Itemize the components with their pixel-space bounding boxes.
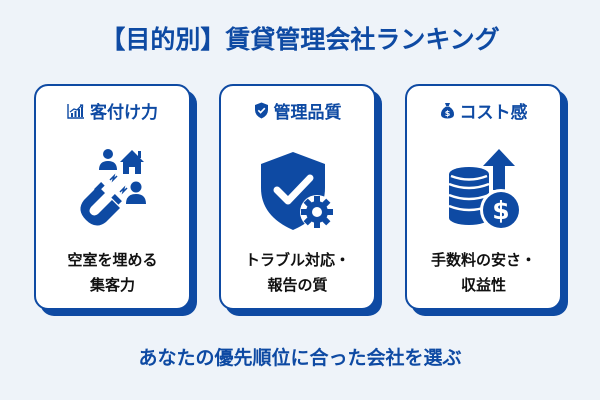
card-header: $ コスト感 (407, 98, 560, 123)
svg-text:$: $ (444, 109, 450, 118)
card-description: トラブル対応・ 報告の質 (221, 248, 374, 298)
footer-message: あなたの優先順位に合った会社を選ぶ (138, 347, 462, 369)
desc-line-2: 収益性 (460, 276, 506, 294)
card-cost: $ コスト感 $ 手数料の安さ・ 収益性 (405, 84, 562, 310)
card-description: 空室を埋める 集客力 (36, 248, 189, 298)
desc-line-2: 集客力 (89, 276, 135, 294)
card-tenant-attraction: 客付け力 空室を埋める 集客力 (34, 84, 191, 310)
card-label: 管理品質 (273, 103, 342, 123)
magnet-attracting-tenants-icon (79, 149, 146, 226)
card-header: 客付け力 (36, 98, 189, 123)
shield-check-gear-icon (260, 152, 334, 230)
desc-line-1: 手数料の安さ・ (430, 251, 536, 269)
card-management-quality: 管理品質 トラブル対応・ 報告の質 (219, 84, 376, 310)
shield-check-icon (254, 102, 268, 119)
card-header: 管理品質 (221, 98, 374, 123)
page-title: 【目的別】賃貸管理会社ランキング (100, 25, 500, 54)
card-label: 客付け力 (90, 103, 158, 123)
coin-stack-dollar-arrow-icon: $ (448, 149, 522, 231)
bar-chart-icon (67, 103, 84, 119)
svg-text:$: $ (492, 196, 509, 225)
money-bag-icon: $ (440, 103, 454, 119)
desc-line-2: 報告の質 (267, 276, 328, 294)
desc-line-1: トラブル対応・ (244, 251, 350, 269)
card-label: コスト感 (459, 103, 528, 123)
desc-line-1: 空室を埋める (67, 251, 158, 269)
card-description: 手数料の安さ・ 収益性 (407, 248, 560, 298)
